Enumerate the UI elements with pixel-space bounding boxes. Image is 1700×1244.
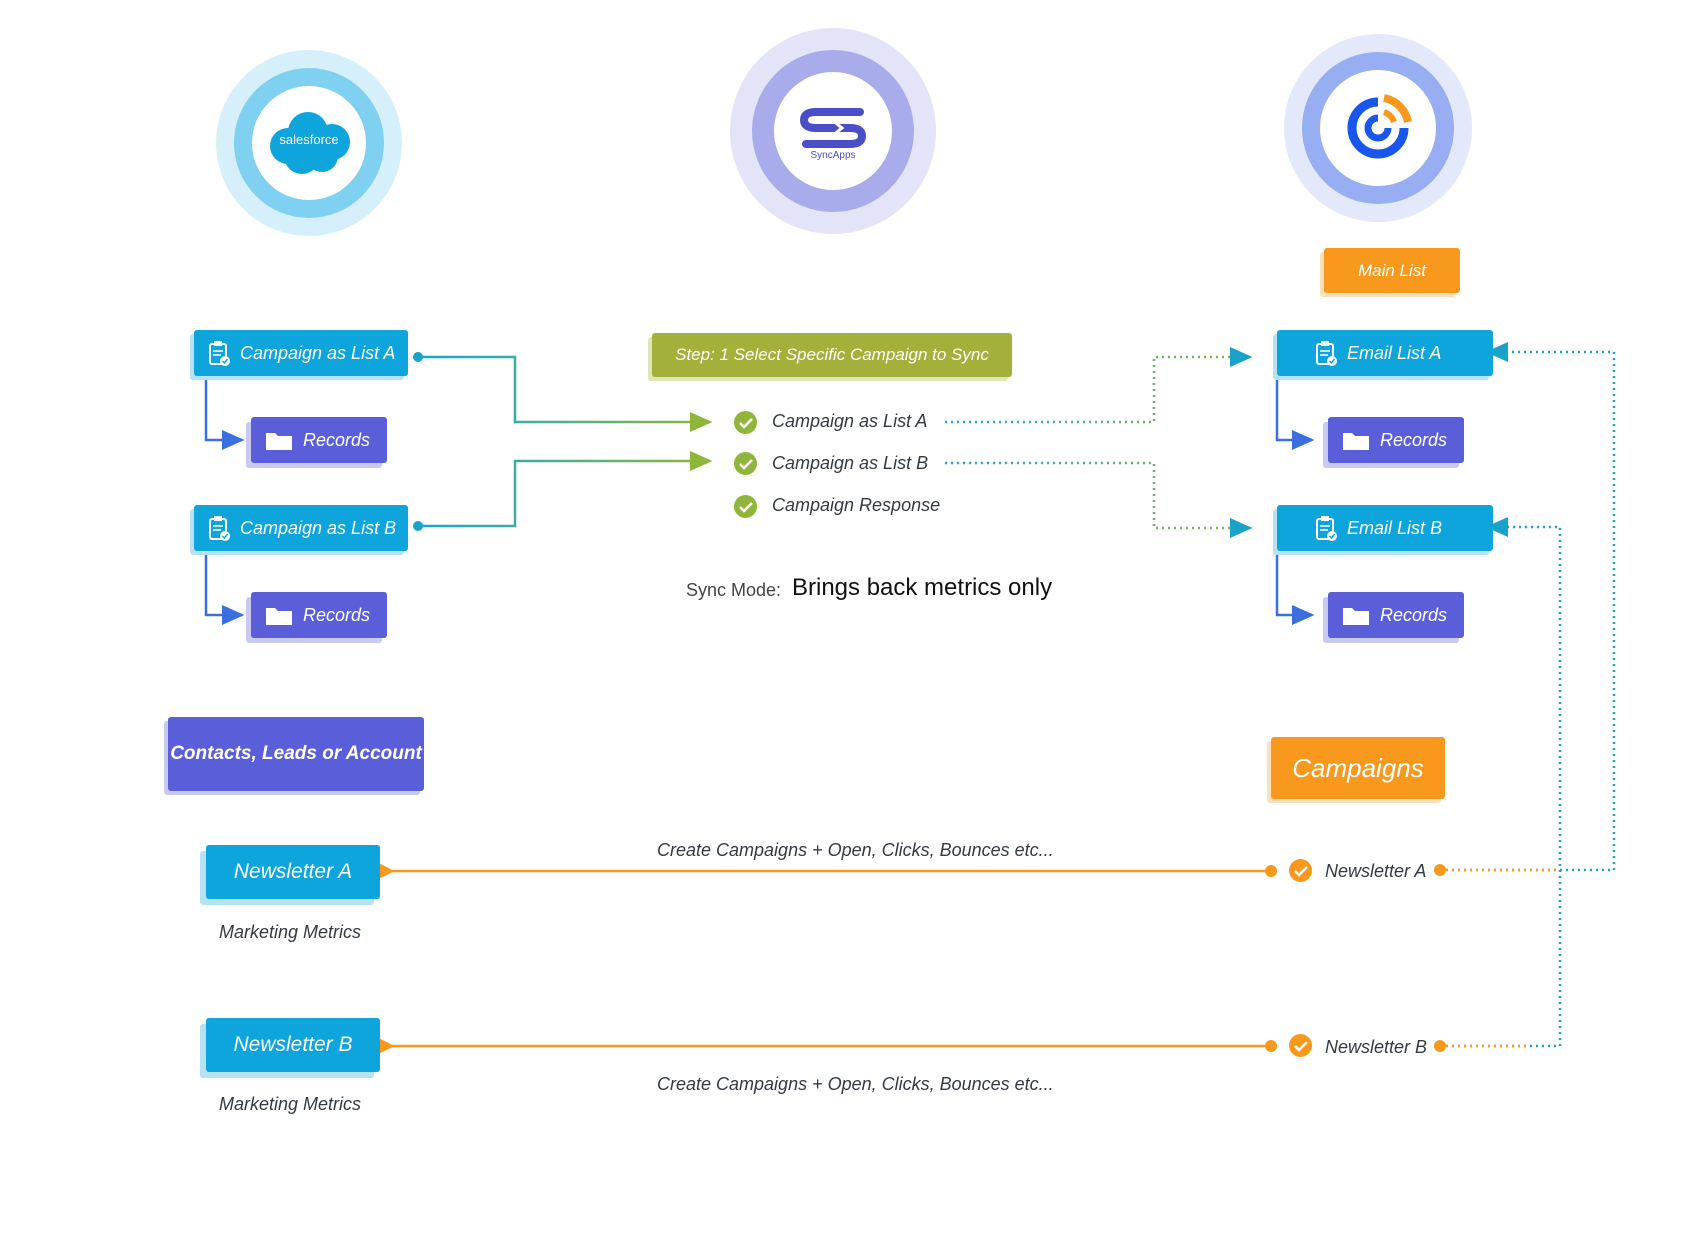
- folder-icon: [266, 608, 292, 625]
- tree-connector-left-a: [204, 378, 245, 450]
- campaign-list-b-label: Campaign as List B: [240, 517, 397, 538]
- sync-mode-label: Sync Mode:: [686, 580, 782, 600]
- records-label: Records: [303, 604, 371, 625]
- records-label: Records: [303, 429, 371, 450]
- svg-text:salesforce: salesforce: [279, 132, 338, 147]
- campaign-list-a-label: Campaign as List A: [240, 342, 396, 363]
- step-select-campaign-box[interactable]: Step: 1 Select Specific Campaign to Sync: [652, 333, 1012, 377]
- clipboard-check-icon: [209, 341, 230, 366]
- records-box-right-a[interactable]: Records: [1328, 417, 1464, 463]
- marketing-metrics-a-label: Marketing Metrics: [219, 922, 362, 942]
- records-box-left-b[interactable]: Records: [251, 592, 387, 638]
- tree-connector-right-b: [1275, 553, 1315, 625]
- tree-connector-right-a: [1275, 378, 1315, 450]
- flow-campaign-a-to-sync: [418, 355, 713, 432]
- records-box-right-b[interactable]: Records: [1328, 592, 1464, 638]
- tree-connector-left-b: [204, 553, 245, 625]
- check-icon: [734, 411, 757, 434]
- sync-item-campaign-b[interactable]: Campaign as List B: [772, 453, 929, 473]
- salesforce-cloud-icon: salesforce: [270, 112, 350, 174]
- clipboard-check-icon: [209, 516, 230, 541]
- flow-label-a: Create Campaigns + Open, Clicks, Bounces…: [657, 840, 1054, 860]
- flow-label-b: Create Campaigns + Open, Clicks, Bounces…: [657, 1074, 1054, 1094]
- flow-newsletter-b-to-email-b: [1446, 517, 1562, 1048]
- marketing-metrics-b-label: Marketing Metrics: [219, 1094, 362, 1114]
- check-icon: [734, 452, 757, 475]
- folder-icon: [1343, 608, 1369, 625]
- sync-item-campaign-a[interactable]: Campaign as List A: [772, 411, 928, 431]
- constant-contact-logo-icon: [1347, 94, 1412, 159]
- flow-newsletter-a-to-email-a: [1446, 342, 1616, 872]
- folder-icon: [266, 433, 292, 450]
- email-list-b-box[interactable]: Email List B: [1277, 505, 1493, 551]
- campaign-list-b-box[interactable]: Campaign as List B: [194, 505, 408, 551]
- clipboard-check-icon: [1316, 516, 1337, 541]
- flow-campaign-b-to-sync: [418, 451, 713, 528]
- clipboard-check-icon: [1316, 341, 1337, 366]
- folder-icon: [1343, 433, 1369, 450]
- check-icon: [1289, 859, 1312, 882]
- campaign-list-a-box[interactable]: Campaign as List A: [194, 330, 408, 376]
- records-box-left-a[interactable]: Records: [251, 417, 387, 463]
- sync-mode-value: Brings back metrics only: [792, 574, 1053, 601]
- newsletter-b-box[interactable]: Newsletter B: [206, 1018, 380, 1072]
- contacts-leads-account-box[interactable]: Contacts, Leads or Account: [168, 717, 424, 791]
- svg-text:SyncApps: SyncApps: [810, 150, 855, 160]
- syncapps-logo-icon: SyncApps: [799, 108, 867, 160]
- flow-sync-to-email-a: [945, 347, 1253, 424]
- check-icon: [734, 495, 757, 518]
- flow-sync-to-email-b: [945, 461, 1253, 538]
- email-list-a-box[interactable]: Email List A: [1277, 330, 1493, 376]
- main-list-box[interactable]: Main List: [1324, 248, 1460, 293]
- newsletter-a-box[interactable]: Newsletter A: [206, 845, 380, 899]
- newsletter-b-item[interactable]: Newsletter B: [1325, 1037, 1428, 1057]
- newsletter-a-item[interactable]: Newsletter A: [1325, 861, 1427, 881]
- campaigns-box[interactable]: Campaigns: [1271, 737, 1445, 799]
- check-icon: [1289, 1034, 1312, 1057]
- sync-item-campaign-response[interactable]: Campaign Response: [772, 495, 941, 515]
